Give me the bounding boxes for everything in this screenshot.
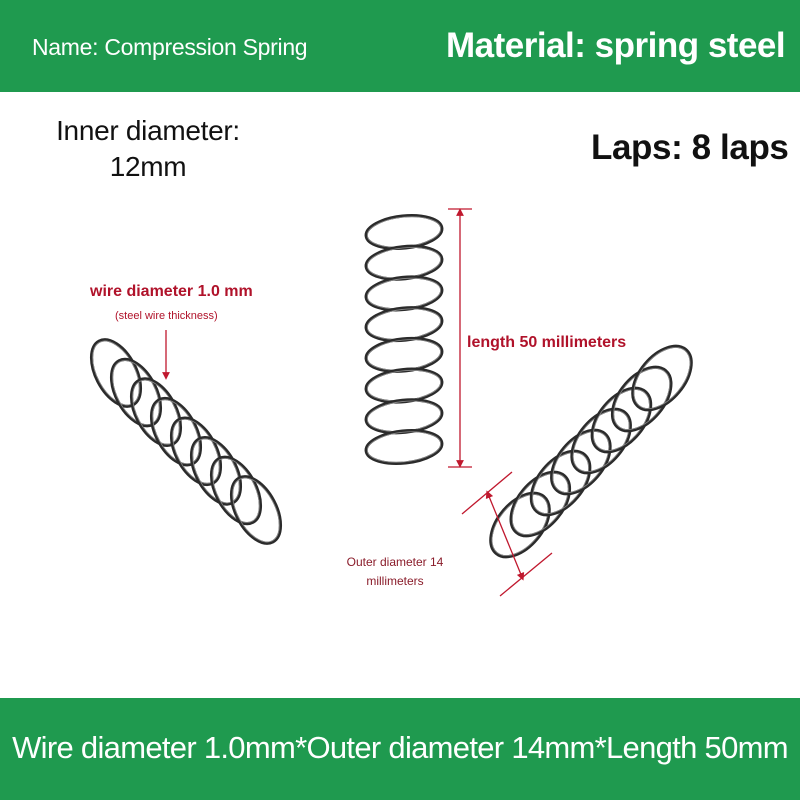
spring-coil: [169, 416, 223, 487]
wire-thickness-note: (steel wire thickness): [115, 310, 218, 322]
spring-coil-highlight: [366, 431, 442, 463]
length-label: length 50 millimeters: [467, 334, 627, 351]
length-dimension: [448, 208, 472, 468]
product-name-label: Name: Compression Spring: [32, 34, 308, 60]
spring-coil-highlight: [633, 347, 691, 409]
spring-coil-highlight: [532, 452, 589, 514]
spring-coil: [590, 386, 653, 454]
spring-left-image: [89, 338, 283, 545]
spring-coil-highlight: [613, 368, 671, 430]
spring-coil-highlight: [593, 389, 650, 451]
spring-coil: [229, 475, 283, 545]
spring-coil: [550, 428, 612, 496]
inner-diameter-label: Inner diameter: 12mm: [56, 115, 240, 182]
spring-coil: [109, 357, 163, 428]
material-label: Material: spring steel: [446, 26, 786, 65]
spring-coil-highlight: [212, 458, 260, 523]
spring-coil: [209, 455, 263, 526]
top-banner: Name: Compression Spring Material: sprin…: [0, 0, 800, 92]
spring-coil-highlight: [552, 431, 610, 493]
outer-diameter-dimension: [461, 471, 553, 597]
spring-coil: [364, 428, 444, 466]
laps-label: Laps: 8 laps: [591, 128, 789, 167]
wire-diameter-label: wire diameter 1.0 mm: [90, 283, 253, 300]
spring-coil-highlight: [232, 477, 280, 543]
spring-coil: [129, 377, 183, 447]
spring-coil: [189, 436, 243, 506]
spring-coil: [89, 338, 143, 408]
spring-right-image: [489, 344, 693, 559]
spring-coil: [631, 344, 693, 412]
spring-coil: [570, 407, 632, 475]
spring-coil: [529, 449, 592, 517]
bottom-banner: Wire diameter 1.0mm*Outer diameter 14mm*…: [0, 698, 800, 800]
spring-coil: [149, 396, 203, 467]
spring-center-image: [364, 213, 444, 466]
outer-diameter-label: Outer diameter 14 millimeters: [346, 555, 444, 588]
specs-summary-label: Wire diameter 1.0mm*Outer diameter 14mm*…: [12, 730, 788, 765]
spring-coil-highlight: [572, 410, 630, 472]
spring-coil: [610, 365, 673, 433]
